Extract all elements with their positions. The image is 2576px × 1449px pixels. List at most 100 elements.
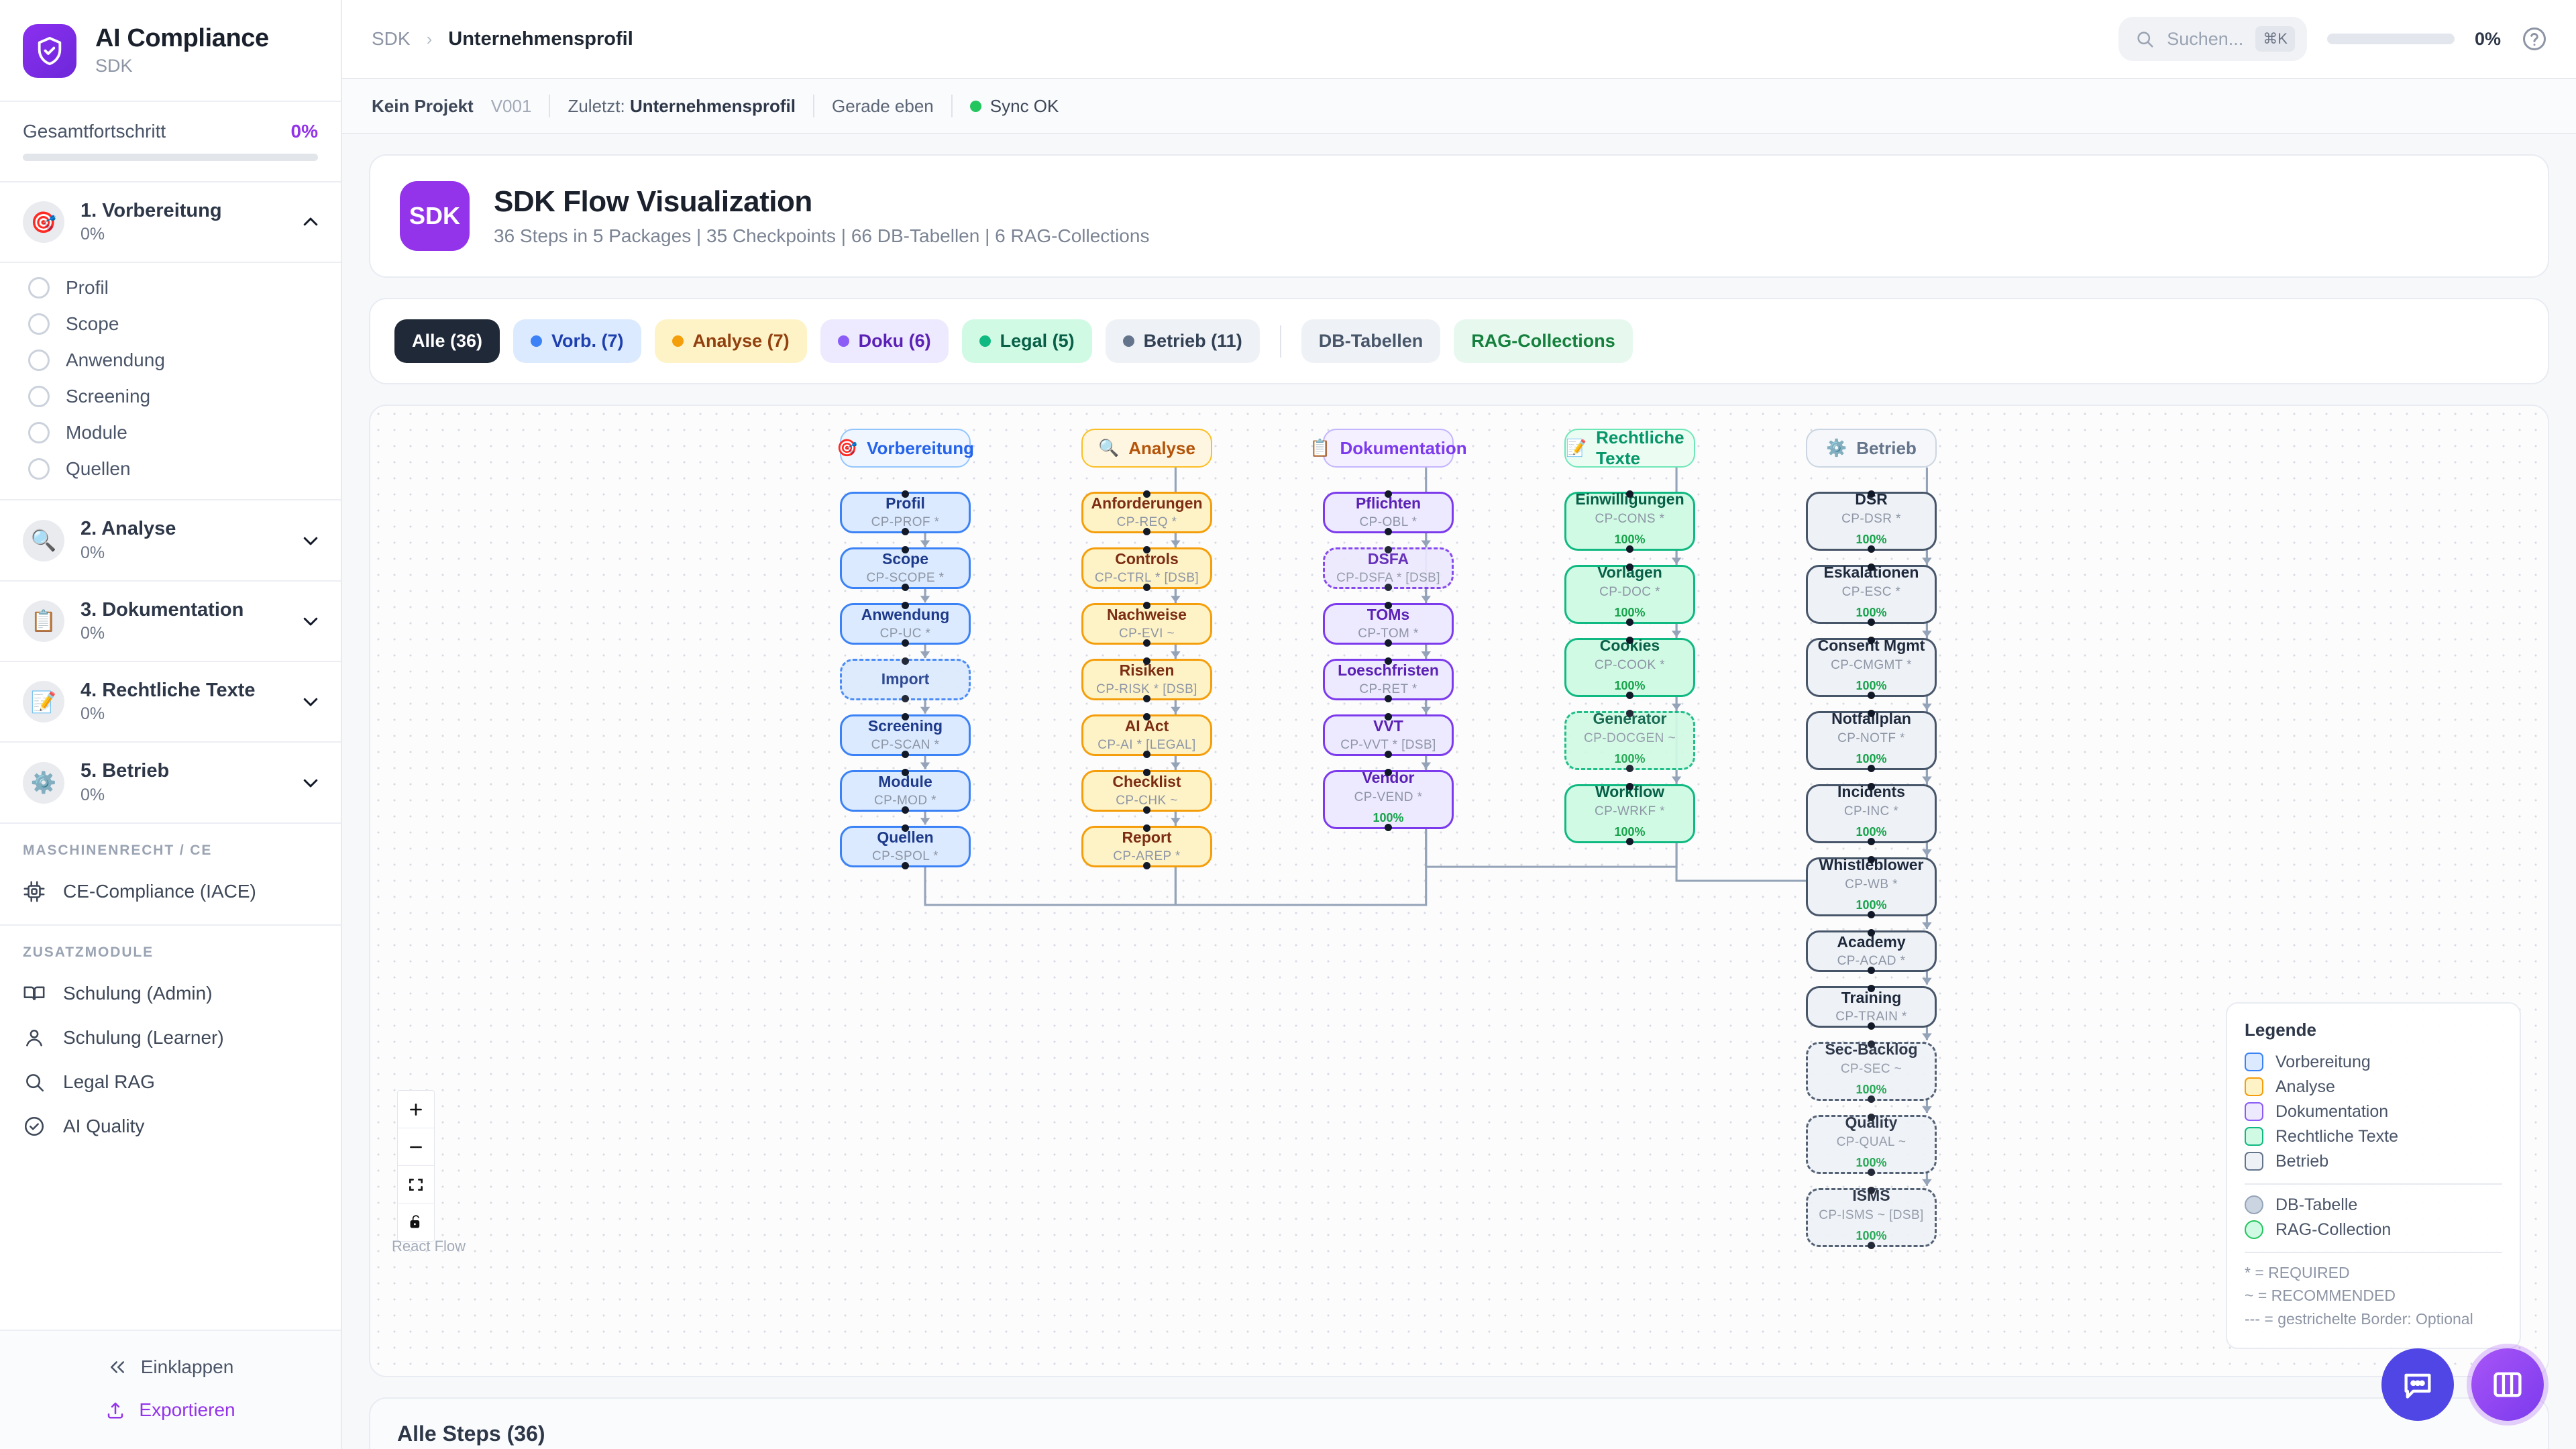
- node-handle-top[interactable]: [1868, 782, 1875, 790]
- filter-chip-analyse-7[interactable]: Analyse (7): [654, 319, 807, 363]
- brand-header[interactable]: AI Compliance SDK: [0, 0, 341, 102]
- sidebar-item-scope[interactable]: Scope: [0, 306, 341, 342]
- node-handle-bottom[interactable]: [1143, 750, 1150, 758]
- node-handle-top[interactable]: [902, 657, 909, 665]
- node-handle-bottom[interactable]: [1868, 618, 1875, 626]
- node-handle-bottom[interactable]: [1143, 861, 1150, 869]
- node-handle-bottom[interactable]: [1868, 691, 1875, 699]
- node-handle-top[interactable]: [1868, 984, 1875, 992]
- breadcrumb-root[interactable]: SDK: [372, 28, 411, 49]
- sidebar-item-legal-rag[interactable]: Legal RAG: [0, 1060, 341, 1104]
- node-handle-bottom[interactable]: [902, 750, 909, 758]
- node-handle-bottom[interactable]: [1868, 1168, 1875, 1176]
- node-handle-bottom[interactable]: [1143, 527, 1150, 535]
- node-handle-bottom[interactable]: [902, 527, 909, 535]
- filter-chip-rag-collections[interactable]: RAG-Collections: [1454, 319, 1633, 363]
- filter-chip-betrieb-11[interactable]: Betrieb (11): [1105, 319, 1260, 363]
- filter-chip-vorb-7[interactable]: Vorb. (7): [513, 319, 641, 363]
- step-radio-icon[interactable]: [28, 350, 50, 372]
- step-radio-icon[interactable]: [28, 422, 50, 444]
- node-handle-top[interactable]: [1868, 855, 1875, 863]
- node-handle-top[interactable]: [1868, 1040, 1875, 1048]
- node-handle-top[interactable]: [1143, 545, 1150, 553]
- filter-chip-alle-36[interactable]: Alle (36): [394, 319, 500, 363]
- node-handle-top[interactable]: [1868, 563, 1875, 571]
- node-handle-bottom[interactable]: [1385, 823, 1392, 831]
- node-handle-bottom[interactable]: [1385, 527, 1392, 535]
- node-handle-top[interactable]: [1868, 1186, 1875, 1194]
- node-handle-top[interactable]: [1143, 657, 1150, 665]
- node-handle-bottom[interactable]: [1868, 910, 1875, 918]
- sidebar-item-quellen[interactable]: Quellen: [0, 451, 341, 487]
- node-handle-top[interactable]: [1868, 490, 1875, 498]
- node-handle-bottom[interactable]: [1626, 618, 1633, 626]
- node-handle-bottom[interactable]: [1626, 691, 1633, 699]
- fit-view-button[interactable]: [398, 1166, 434, 1203]
- node-handle-bottom[interactable]: [1868, 545, 1875, 553]
- node-handle-top[interactable]: [1385, 657, 1392, 665]
- node-handle-top[interactable]: [1385, 490, 1392, 498]
- node-handle-top[interactable]: [1626, 490, 1633, 498]
- node-handle-top[interactable]: [1143, 601, 1150, 609]
- node-handle-bottom[interactable]: [1626, 837, 1633, 845]
- node-handle-top[interactable]: [1868, 709, 1875, 717]
- node-handle-bottom[interactable]: [1868, 764, 1875, 772]
- chat-fab[interactable]: [2381, 1348, 2454, 1421]
- flow-canvas[interactable]: 🎯Vorbereitung🔍Analyse📋Dokumentation📝Rech…: [369, 405, 2549, 1377]
- node-handle-top[interactable]: [902, 768, 909, 776]
- node-handle-top[interactable]: [902, 712, 909, 720]
- node-handle-top[interactable]: [1626, 563, 1633, 571]
- panel-fab[interactable]: [2471, 1348, 2544, 1421]
- sidebar-item-ai-quality[interactable]: AI Quality: [0, 1104, 341, 1148]
- node-handle-bottom[interactable]: [1385, 583, 1392, 591]
- sidebar-item-ce-compliance[interactable]: CE-Compliance (IACE): [0, 869, 341, 914]
- node-handle-bottom[interactable]: [1143, 694, 1150, 702]
- node-handle-top[interactable]: [1143, 490, 1150, 498]
- node-handle-bottom[interactable]: [902, 639, 909, 647]
- node-handle-bottom[interactable]: [1385, 639, 1392, 647]
- flow-node-import[interactable]: Import: [840, 657, 971, 702]
- node-handle-bottom[interactable]: [902, 861, 909, 869]
- chevron-down-icon[interactable]: [301, 611, 321, 631]
- filter-chip-db-tabellen[interactable]: DB-Tabellen: [1301, 319, 1441, 363]
- node-handle-bottom[interactable]: [1868, 1095, 1875, 1103]
- node-handle-top[interactable]: [902, 601, 909, 609]
- lock-toggle-button[interactable]: [398, 1203, 434, 1241]
- chevron-down-icon[interactable]: [301, 773, 321, 793]
- chevron-down-icon[interactable]: [301, 531, 321, 551]
- help-circle-icon[interactable]: [2521, 25, 2548, 52]
- node-handle-bottom[interactable]: [902, 694, 909, 702]
- chevron-up-icon[interactable]: [301, 212, 321, 232]
- step-radio-icon[interactable]: [28, 386, 50, 408]
- node-handle-bottom[interactable]: [1385, 750, 1392, 758]
- node-handle-top[interactable]: [902, 490, 909, 498]
- zoom-out-button[interactable]: [398, 1128, 434, 1166]
- sidebar-item-anwendung[interactable]: Anwendung: [0, 342, 341, 378]
- node-handle-bottom[interactable]: [1868, 1022, 1875, 1030]
